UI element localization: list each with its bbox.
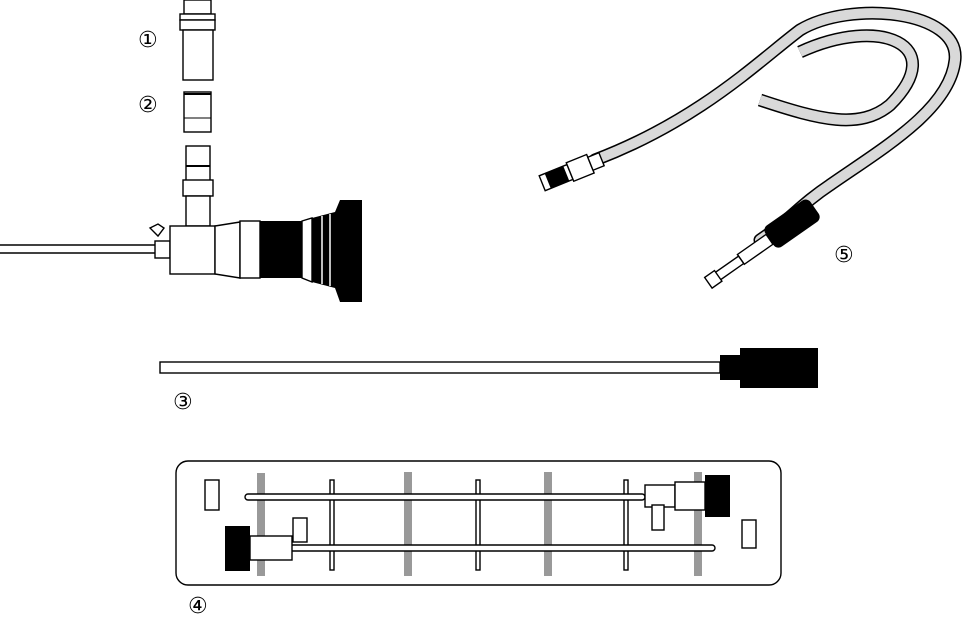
adapter-2 <box>183 91 212 133</box>
sterilization-tray-4 <box>175 460 782 586</box>
label-item-3: ③ <box>173 390 193 415</box>
label-item-5: ⑤ <box>834 243 854 268</box>
label-item-4: ④ <box>188 594 208 619</box>
label-item-1: ① <box>138 28 158 53</box>
sheath-3 <box>159 348 818 388</box>
adapter-1 <box>179 0 216 81</box>
label-item-2: ② <box>138 93 158 118</box>
light-cable-5 <box>538 6 962 290</box>
telescope <box>0 145 362 302</box>
